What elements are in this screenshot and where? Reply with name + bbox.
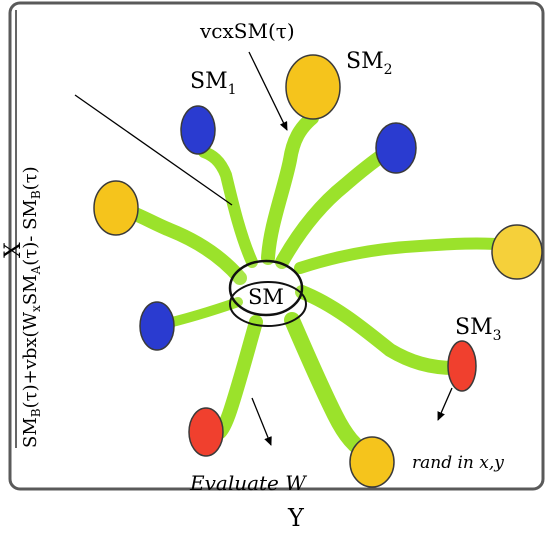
- arm-red-bottom: [213, 315, 263, 439]
- nodes: [93, 54, 543, 488]
- x-axis-label: X: [1, 242, 26, 258]
- arm-yellow-right: [294, 237, 516, 274]
- arm-sm1: [198, 146, 258, 268]
- sm3-label: SM3: [455, 315, 502, 344]
- node-sm3-red: [447, 340, 477, 392]
- svg-text:SMB(τ)+vbx(WxSMA(τ)- SMB(τ): SMB(τ)+vbx(WxSMA(τ)- SMB(τ): [20, 166, 43, 448]
- svg-text:SM3: SM3: [455, 315, 502, 344]
- top-formula-label: vcxSM(τ): [199, 19, 295, 43]
- node-red-bottom: [188, 407, 224, 457]
- arm-sm3: [295, 285, 462, 375]
- arrow-vcx: [248, 51, 288, 131]
- diagram-frame: [8, 1, 545, 491]
- arm-sm2: [261, 111, 319, 265]
- sm1-label: SM1: [190, 69, 237, 98]
- node-blue-left: [139, 301, 175, 351]
- y-axis-label: Y: [287, 504, 305, 532]
- rand-label: rand in x,y: [412, 453, 504, 473]
- evaluate-label: Evaluate W: [189, 471, 307, 495]
- center-label: SM: [248, 285, 284, 309]
- pointer-formula-line: [74, 94, 233, 206]
- node-sm1-blue: [180, 105, 216, 155]
- sm2-label: SM2: [346, 49, 393, 78]
- node-yellow-left: [93, 180, 139, 236]
- pointers: [74, 51, 453, 446]
- arm-blue-top-right: [275, 143, 397, 269]
- node-sm2-yellow: [285, 54, 341, 120]
- node-yellow-right: [491, 224, 543, 280]
- svg-text:SM1: SM1: [190, 69, 237, 98]
- vertical-formula: SMB(τ)+vbx(WxSMA(τ)- SMB(τ): [15, 10, 43, 448]
- svg-text:SM2: SM2: [346, 49, 393, 78]
- arms: [118, 111, 516, 463]
- node-yellow-bottom: [349, 436, 395, 488]
- arrow-rand: [437, 387, 453, 421]
- center-node: SM: [228, 259, 307, 327]
- arrow-evaluate: [251, 397, 272, 446]
- node-blue-top-right: [375, 122, 417, 174]
- arm-yellow-bottom: [284, 312, 378, 463]
- arm-yellow-left: [118, 203, 247, 285]
